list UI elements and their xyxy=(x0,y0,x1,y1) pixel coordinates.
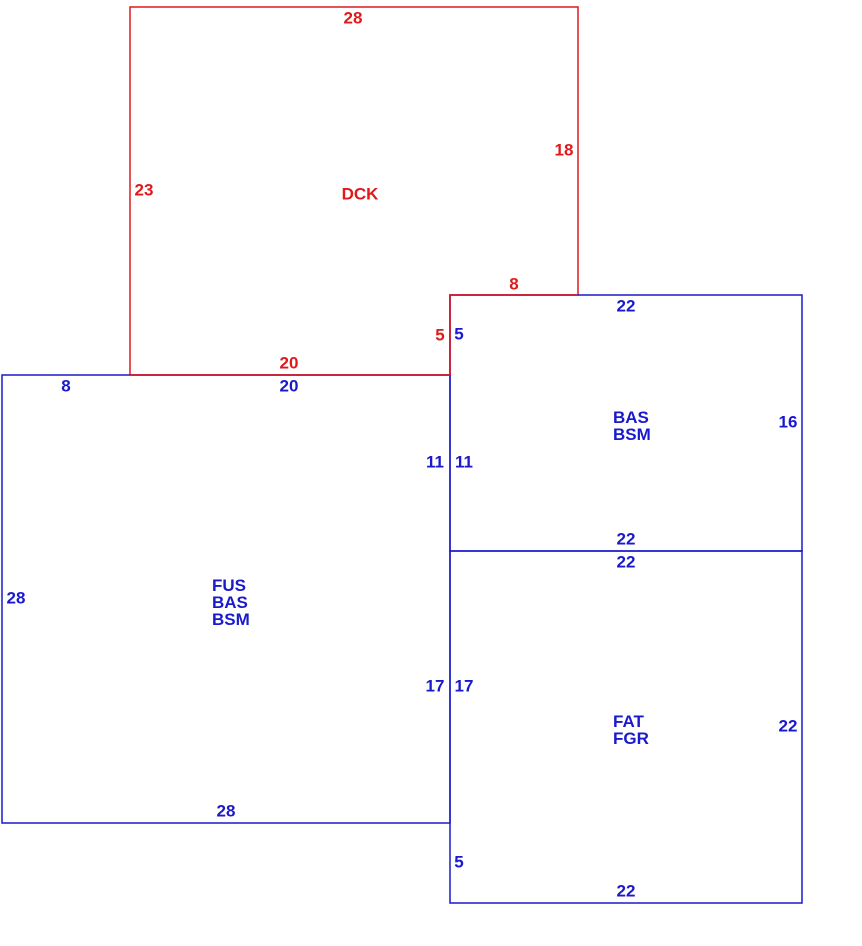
deck-dimension-lower-top: 8 xyxy=(509,274,519,294)
garage-dimension-bottom: 22 xyxy=(616,881,636,901)
deck-dimension-step: 5 xyxy=(435,325,445,345)
basement-addition-dimension-left: 11 xyxy=(455,452,473,472)
main-house-dimension-bottom: 28 xyxy=(216,801,236,821)
main-house-area-codes: FUS BAS BSM xyxy=(212,577,250,628)
area-code: FUS xyxy=(212,576,246,595)
area-code: BAS xyxy=(212,593,248,612)
garage-area-codes: FAT FGR xyxy=(613,713,649,747)
basement-addition-dimension-top: 22 xyxy=(616,296,636,316)
deck-dimension-left: 23 xyxy=(134,180,154,200)
main-house-dimension-top-left: 8 xyxy=(61,376,71,396)
basement-addition-dimension-bottom: 22 xyxy=(616,529,636,549)
basement-addition-dimension-step: 5 xyxy=(454,324,464,344)
garage-dimension-top: 22 xyxy=(616,552,636,572)
main-house-dimension-right-lower: 17 xyxy=(425,676,445,696)
main-house-dimension-top-right: 20 xyxy=(279,376,299,396)
basement-addition-area-codes: BAS BSM xyxy=(613,409,651,443)
deck-area-code: DCK xyxy=(341,184,379,204)
area-code: FAT xyxy=(613,712,644,731)
garage-dimension-left-lower: 5 xyxy=(454,852,464,872)
deck-dimension-right: 18 xyxy=(554,140,574,160)
main-house-dimension-left: 28 xyxy=(6,588,26,608)
deck-dimension-top: 28 xyxy=(343,8,363,28)
main-house-dimension-right-upper: 11 xyxy=(426,452,444,472)
deck-dimension-bottom: 20 xyxy=(279,353,299,373)
area-code: FGR xyxy=(613,729,649,748)
garage-dimension-left: 17 xyxy=(454,676,474,696)
garage-outline xyxy=(449,550,803,904)
garage-dimension-right: 22 xyxy=(778,716,798,736)
area-code: BAS xyxy=(613,408,649,427)
basement-addition-dimension-right: 16 xyxy=(778,412,798,432)
area-code: BSM xyxy=(613,425,651,444)
area-code: BSM xyxy=(212,610,250,629)
